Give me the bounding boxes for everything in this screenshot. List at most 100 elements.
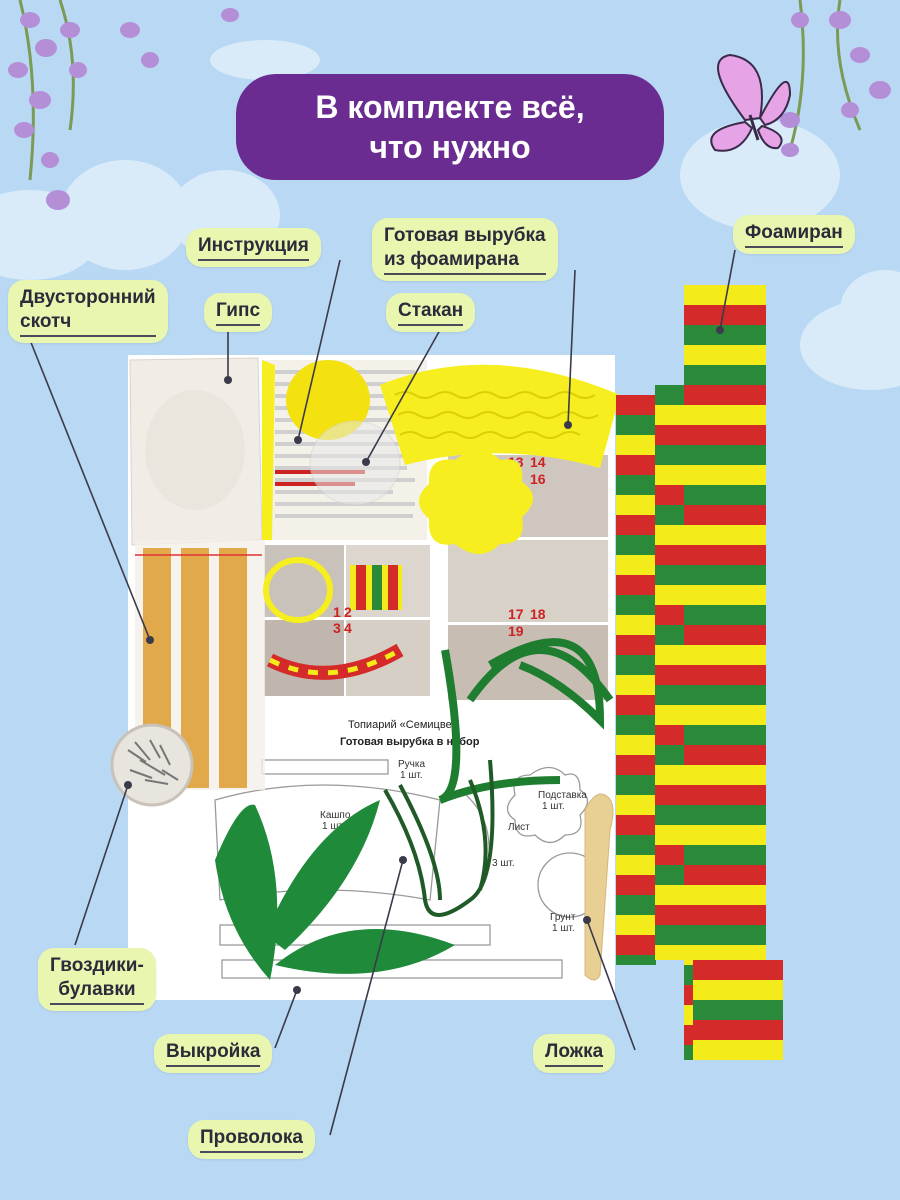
foamiran-stripe (616, 675, 656, 695)
sheet-subheading: Готовая вырубка в набор (340, 736, 480, 748)
title-line-1: В комплекте всё, (315, 89, 585, 125)
part-name: Подставка (538, 790, 587, 801)
flower-branch-right (780, 0, 891, 157)
foamiran-sheets (616, 285, 783, 1060)
foamiran-stripe (616, 835, 656, 855)
label-pattern: Выкройка (154, 1034, 273, 1073)
foamiran-stripe (693, 1000, 783, 1020)
foamiran-stripe (684, 685, 766, 705)
label-gypsum: Гипс (204, 293, 273, 332)
foam-flower-base (419, 450, 533, 554)
plastic-cup (309, 420, 401, 506)
foamiran-stripe (684, 385, 766, 405)
foamiran-stripe (616, 395, 656, 415)
foamiran-stripe (616, 475, 656, 495)
foamiran-stripe (616, 935, 656, 955)
foamiran-stripe (616, 915, 656, 935)
foamiran-stripe (616, 415, 656, 435)
foamiran-stripe (684, 845, 766, 865)
foamiran-stripe (684, 525, 766, 545)
foamiran-stripe (616, 655, 656, 675)
step-number: 1 (333, 604, 341, 620)
foamiran-stripe (684, 345, 766, 365)
foamiran-stripe (684, 905, 766, 925)
foamiran-stripe (684, 465, 766, 485)
foamiran-stripe (684, 725, 766, 745)
foamiran-stripe (616, 535, 656, 555)
foamiran-stripe (684, 505, 766, 525)
step-number: 2 (344, 604, 352, 620)
green-foam-strips (438, 638, 614, 804)
double-sided-tape (135, 540, 265, 790)
foamiran-stripe (684, 365, 766, 385)
title-line-2: что нужно (369, 129, 531, 165)
foamiran-stripe (684, 925, 766, 945)
label-foamiran: Фоамиран (733, 215, 855, 254)
part-qty: 1 шт. (400, 770, 423, 781)
step-number: 16 (530, 471, 546, 487)
foamiran-stripe (616, 815, 656, 835)
label-wire: Проволока (188, 1120, 315, 1159)
step-number: 3 (333, 620, 341, 636)
foamiran-stripe (616, 435, 656, 455)
step-number: 18 (530, 606, 546, 622)
foam-circle (286, 360, 370, 440)
foamiran-stripe (616, 635, 656, 655)
foamiran-stripe (684, 625, 766, 645)
sheet-heading: Топиарий «Семицвет (348, 719, 456, 731)
butterfly (710, 53, 792, 152)
step-number: 14 (530, 454, 546, 470)
foamiran-stripe (616, 955, 656, 965)
label-tape: Двусторонний скотч (8, 280, 168, 343)
cloud (680, 120, 840, 230)
foamiran-stripe (684, 405, 766, 425)
foamiran-stripe (616, 555, 656, 575)
cloud (60, 160, 190, 270)
foam-leaves (215, 800, 455, 980)
foamiran-stripe (684, 645, 766, 665)
foamiran-stripe (684, 285, 766, 305)
foamiran-stripe (616, 615, 656, 635)
foamiran-stripe (684, 885, 766, 905)
foamiran-stripe (616, 495, 656, 515)
label-ready-cut: Готовая вырубка из фоамирана (372, 218, 558, 281)
foamiran-stripe (616, 755, 656, 775)
foamiran-stripe (684, 705, 766, 725)
part-name: Грунт (550, 912, 576, 923)
foamiran-stripe (693, 1040, 783, 1060)
foamiran-stripe (616, 875, 656, 895)
foamiran-stripe (684, 785, 766, 805)
foamiran-stripe (616, 695, 656, 715)
label-instruction: Инструкция (186, 228, 321, 267)
label-spoon: Ложка (533, 1034, 616, 1073)
foamiran-stripe (684, 445, 766, 465)
wire (383, 759, 495, 917)
foamiran-stripe (684, 865, 766, 885)
foam-strip (262, 360, 275, 540)
step-number: 4 (344, 620, 352, 636)
foamiran-stripe (616, 775, 656, 795)
part-name: Лист (508, 822, 530, 833)
foam-ring (263, 557, 333, 623)
foamiran-stripe (684, 425, 766, 445)
foamiran-stripe (616, 715, 656, 735)
pins-cup (110, 723, 194, 807)
flower-branch-left (8, 0, 239, 210)
foamiran-stripe (684, 825, 766, 845)
foamiran-stripe (684, 325, 766, 345)
foamiran-stripe (684, 745, 766, 765)
foamiran-stripe (616, 895, 656, 915)
foamiran-stripe (616, 515, 656, 535)
cloud (210, 40, 320, 80)
foamiran-stripe (684, 565, 766, 585)
foamiran-stripe (616, 595, 656, 615)
foamiran-stripe (684, 545, 766, 565)
foamiran-stripe (684, 665, 766, 685)
part-qty: 3 шт. (492, 858, 515, 869)
foamiran-stripe (616, 575, 656, 595)
label-pins: Гвоздики- булавки (38, 948, 156, 1011)
foamiran-stripe (684, 765, 766, 785)
foamiran-stripe (684, 805, 766, 825)
step-number: 19 (508, 623, 524, 639)
